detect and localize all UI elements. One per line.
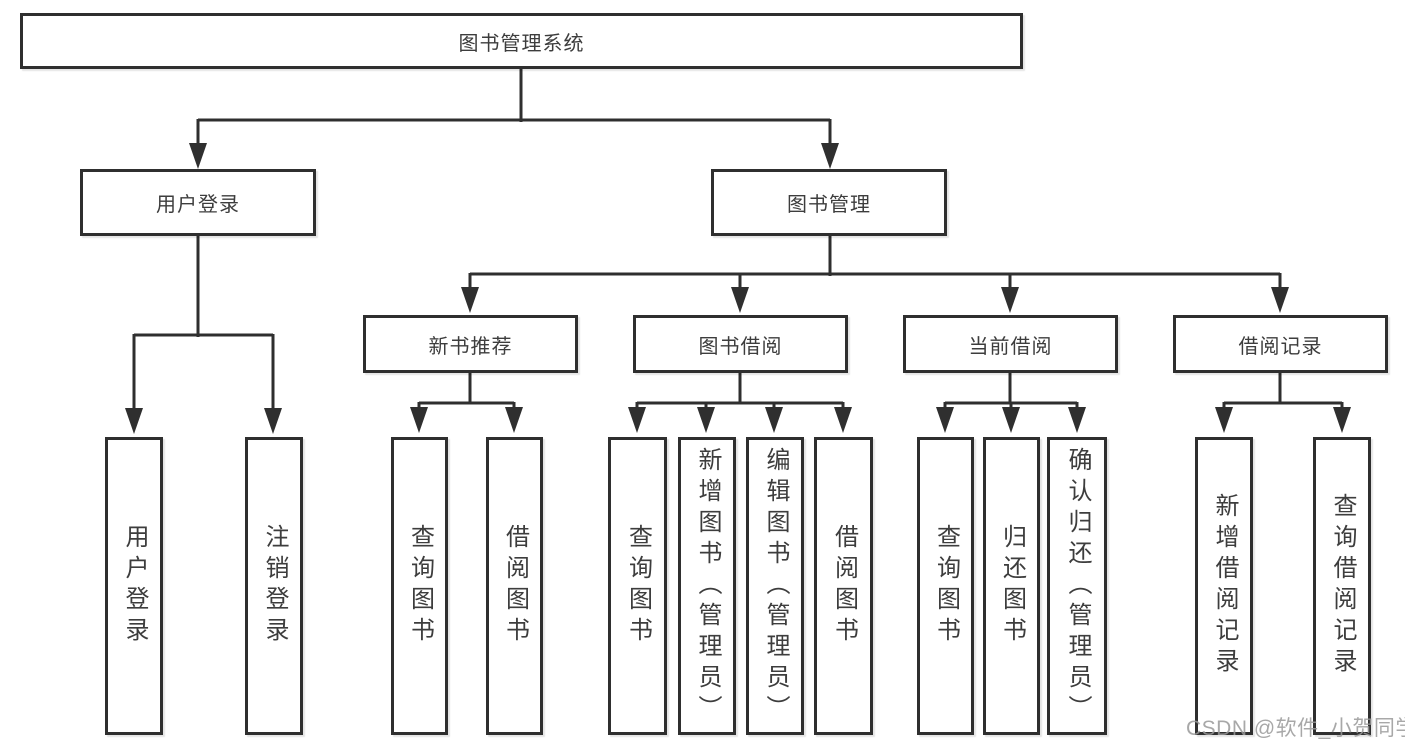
node-user-login: 用户登录	[80, 169, 316, 236]
arrowhead-icon	[1002, 407, 1020, 433]
arrowhead-icon	[821, 143, 839, 169]
node-leaf-newbooks-borrow: 借阅图书	[486, 437, 543, 735]
node-leaf-user-logout: 注销登录	[245, 437, 303, 735]
arrowhead-icon	[628, 407, 646, 433]
node-user-login-label: 用户登录	[156, 194, 240, 216]
node-leaf-label: 新增图书（管理员）	[694, 446, 721, 726]
node-leaf-borrow-add: 新增图书（管理员）	[678, 437, 736, 735]
node-module-new-books: 新书推荐	[363, 315, 578, 373]
node-root-label: 图书管理系统	[458, 32, 585, 55]
arrowhead-icon	[697, 407, 715, 433]
node-leaf-borrow-borrow: 借阅图书	[814, 437, 873, 735]
node-leaf-label: 归还图书	[998, 524, 1026, 648]
arrowhead-icon	[410, 407, 428, 433]
arrowhead-icon	[125, 408, 143, 434]
node-module-current-borrow: 当前借阅	[903, 315, 1118, 373]
node-leaf-label: 新增借阅记录	[1211, 493, 1238, 679]
arrowhead-icon	[1333, 407, 1351, 433]
arrowhead-icon	[189, 143, 207, 169]
node-book-mgmt: 图书管理	[711, 169, 947, 236]
arrowhead-icon	[731, 287, 749, 313]
arrowhead-icon	[765, 407, 783, 433]
node-module-borrow-records: 借阅记录	[1173, 315, 1388, 373]
node-module-label: 新书推荐	[428, 335, 513, 358]
node-leaf-label: 借阅图书	[501, 524, 529, 648]
arrowhead-icon	[1001, 287, 1019, 313]
node-leaf-label: 查询图书	[624, 524, 652, 648]
node-leaf-label: 查询借阅记录	[1329, 493, 1356, 679]
arrowhead-icon	[1068, 407, 1086, 433]
node-module-label: 图书借阅	[698, 335, 783, 358]
node-leaf-user-login: 用户登录	[105, 437, 163, 735]
node-leaf-label: 查询图书	[932, 524, 960, 648]
arrowhead-icon	[505, 407, 523, 433]
arrowhead-icon	[461, 287, 479, 313]
arrowhead-icon	[936, 407, 954, 433]
watermark: CSDN @软件_小贺同学	[1186, 717, 1405, 740]
node-root: 图书管理系统	[20, 13, 1023, 69]
node-leaf-label: 查询图书	[406, 524, 434, 648]
node-book-mgmt-label: 图书管理	[787, 194, 871, 216]
arrowhead-icon	[1271, 287, 1289, 313]
node-leaf-label: 借阅图书	[830, 524, 858, 648]
node-module-label: 当前借阅	[968, 335, 1053, 358]
node-leaf-label: 确认归还（管理员）	[1064, 446, 1091, 726]
node-leaf-current-query: 查询图书	[917, 437, 974, 735]
arrowhead-icon	[264, 408, 282, 434]
node-leaf-newbooks-query: 查询图书	[391, 437, 448, 735]
node-leaf-current-return: 归还图书	[983, 437, 1040, 735]
node-leaf-current-confirm-return: 确认归还（管理员）	[1047, 437, 1107, 735]
arrowhead-icon	[834, 407, 852, 433]
node-leaf-borrow-query: 查询图书	[608, 437, 667, 735]
node-module-book-borrow: 图书借阅	[633, 315, 848, 373]
arrowhead-icon	[1215, 407, 1233, 433]
node-leaf-records-add: 新增借阅记录	[1195, 437, 1253, 735]
node-leaf-label: 用户登录	[121, 524, 148, 648]
node-leaf-records-query: 查询借阅记录	[1313, 437, 1371, 735]
node-module-label: 借阅记录	[1238, 335, 1323, 358]
node-leaf-label: 注销登录	[261, 524, 288, 648]
node-leaf-label: 编辑图书（管理员）	[762, 446, 789, 726]
node-leaf-borrow-edit: 编辑图书（管理员）	[746, 437, 804, 735]
